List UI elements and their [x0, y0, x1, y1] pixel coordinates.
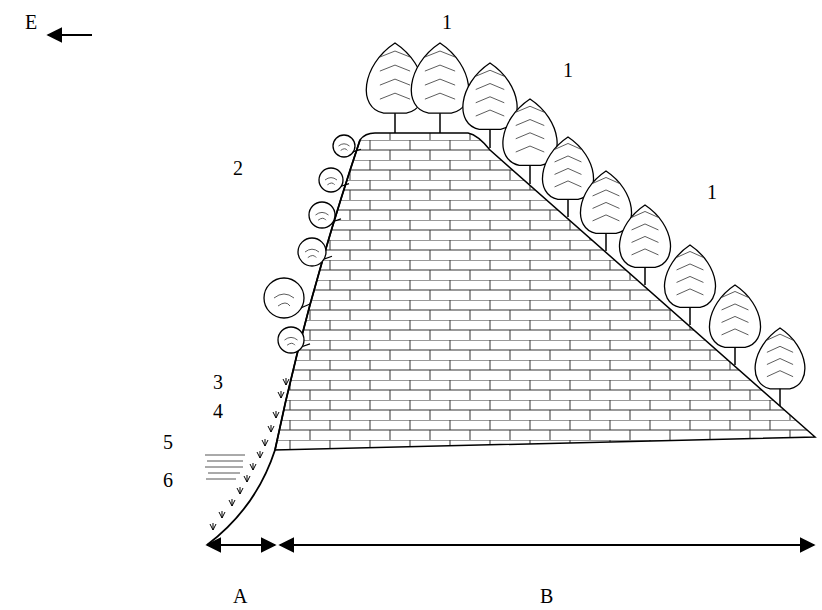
direction-arrow	[48, 34, 92, 36]
zone-label: B	[540, 586, 553, 606]
direction-label: E	[25, 12, 37, 32]
callout-number: 1	[563, 60, 573, 80]
water	[205, 455, 245, 479]
callout-number: 5	[163, 432, 173, 452]
zone-label: A	[233, 586, 247, 606]
callout-number: 4	[213, 401, 223, 421]
dimension-arrow	[207, 544, 275, 546]
callout-number: 2	[233, 158, 243, 178]
callout-number: 1	[707, 182, 717, 202]
dimension-arrow	[280, 544, 814, 546]
callout-number: 3	[213, 372, 223, 392]
callout-number: 1	[442, 12, 452, 32]
trees	[210, 43, 805, 530]
limestone-hill	[275, 133, 815, 450]
callout-number: 6	[163, 470, 173, 490]
slope-line	[207, 140, 360, 545]
